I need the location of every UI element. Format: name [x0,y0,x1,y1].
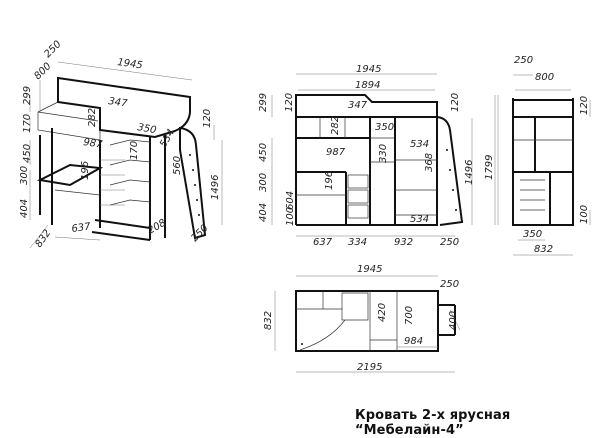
iso-dim-299: 299 [22,86,33,105]
front-dim-282: 282 [330,116,341,135]
iso-dim-987: 987 [83,137,104,151]
iso-dim-637: 637 [71,221,92,235]
iso-dim-300: 300 [19,166,30,185]
iso-dim-800: 800 [32,61,53,82]
iso-dim-560: 560 [172,156,183,175]
side-dim-832: 832 [534,244,553,255]
iso-dim-404: 404 [19,199,30,218]
front-dim-987: 987 [326,147,346,158]
front-dim-120r: 120 [450,93,461,112]
side-view [497,74,591,256]
front-dim-350: 350 [375,122,394,133]
drawing-title: Кровать 2-х ярусная “Мебелайн-4” [355,408,511,438]
front-dim-534b: 534 [410,214,429,225]
front-dim-334: 334 [348,237,367,248]
iso-dim-347: 347 [108,96,129,110]
front-dim-450: 450 [258,143,269,162]
front-dim-347: 347 [348,100,368,111]
front-view [271,73,496,237]
front-dim-604: 604 [285,191,296,210]
front-dim-932: 932 [394,237,413,248]
front-dim-1945: 1945 [356,64,381,75]
side-dim-800: 800 [535,72,554,83]
side-dim-250: 250 [514,55,533,66]
front-dim-250: 250 [440,237,459,248]
front-dim-1894: 1894 [355,80,380,91]
iso-dim-120: 120 [202,109,213,128]
iso-dim-832: 832 [33,228,53,250]
plan-dim-400: 400 [448,311,459,330]
plan-view [274,275,461,373]
front-dim-100: 100 [285,207,296,226]
side-dim-120: 120 [579,96,590,115]
iso-dim-450: 450 [22,144,33,163]
front-dim-196: 196 [324,171,335,190]
front-dim-534: 534 [410,139,429,150]
iso-dim-196: 196 [80,161,91,180]
side-dim-100: 100 [579,205,590,224]
plan-dim-250: 250 [440,279,459,290]
front-dim-330: 330 [378,144,389,163]
front-dim-1799: 1799 [484,155,495,180]
side-dim-350: 350 [523,229,542,240]
front-dim-404: 404 [258,203,269,222]
front-dim-120: 120 [284,93,295,112]
plan-dim-984: 984 [404,336,423,347]
front-dim-637: 637 [313,237,333,248]
iso-dim-170: 170 [22,114,33,133]
front-dim-368: 368 [424,153,435,172]
iso-dim-1496: 1496 [210,175,221,200]
front-dim-1496: 1496 [464,160,475,185]
iso-dim-282: 282 [87,108,98,127]
iso-dim-250: 250 [42,39,63,60]
plan-dim-700: 700 [404,306,415,325]
iso-dim-350: 350 [136,122,157,136]
front-dim-300: 300 [258,173,269,192]
isometric-view [29,61,223,249]
plan-dim-2195: 2195 [357,362,382,373]
plan-dim-420: 420 [377,303,388,322]
plan-dim-832: 832 [263,311,274,330]
plan-dim-1945: 1945 [357,264,382,275]
iso-dim-170b: 170 [129,141,140,160]
front-dim-299: 299 [258,93,269,112]
iso-dim-1945: 1945 [117,57,144,71]
